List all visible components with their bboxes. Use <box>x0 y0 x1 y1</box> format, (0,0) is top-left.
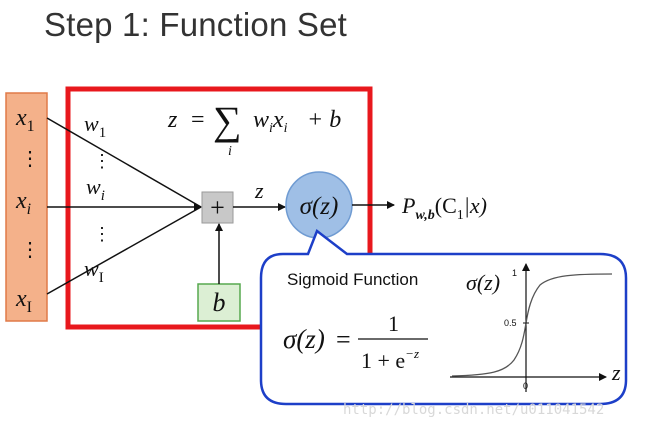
edge-xI <box>46 206 202 295</box>
svg-text:i: i <box>228 144 232 159</box>
svg-text:=: = <box>191 107 205 133</box>
sigmoid-plot: 1 0.5 0 σ(z) z <box>450 263 621 392</box>
svg-text:wixi: wixi <box>253 107 288 136</box>
page-title: Step 1: Function Set <box>44 6 348 43</box>
vdots-input-bottom: ⋮ <box>20 239 40 261</box>
svg-text:σ(z): σ(z) <box>283 324 325 354</box>
plot-tick-x-zero: 0 <box>523 381 528 391</box>
bias-label: b <box>213 288 226 317</box>
bias-box <box>197 283 241 322</box>
callout-heading: Sigmoid Function <box>287 270 418 289</box>
svg-text:+ b: + b <box>307 107 341 133</box>
output-label: Pw,b(C1|x) <box>401 193 487 223</box>
weight-wI: wI <box>84 256 104 286</box>
input-column <box>5 92 48 322</box>
sigmoid-callout <box>259 228 628 406</box>
function-set-frame <box>65 86 373 330</box>
activation-label: σ(z) <box>300 193 339 220</box>
z-label: z <box>254 178 264 203</box>
svg-text:=: = <box>336 325 351 354</box>
svg-text:∑: ∑ <box>213 98 242 143</box>
vdots-input-top: ⋮ <box>20 148 40 170</box>
sum-symbol: + <box>210 193 225 222</box>
weight-wi: wi <box>86 174 105 204</box>
plot-y-label: σ(z) <box>466 270 500 295</box>
vdots-weight-bottom: ⋮ <box>93 224 111 244</box>
plot-tick-y-top: 1 <box>512 268 517 278</box>
svg-text:1 + e−z: 1 + e−z <box>361 346 419 373</box>
edge-x1 <box>46 117 202 208</box>
watermark: http://blog.csdn.net/u011041542 <box>343 402 604 418</box>
plot-tick-y-mid: 0.5 <box>504 318 517 328</box>
svg-text:z: z <box>167 107 178 133</box>
plot-x-label: z <box>611 360 621 385</box>
sigmoid-formula: σ(z) = 1 1 + e−z <box>283 311 428 373</box>
input-xI: xI <box>15 286 32 316</box>
weight-w1: w1 <box>84 111 106 141</box>
linear-formula: z = ∑ i wixi + b <box>167 98 341 159</box>
vdots-weight-top: ⋮ <box>93 151 111 171</box>
input-xi: xi <box>15 188 31 218</box>
input-x1: x1 <box>15 105 35 135</box>
svg-text:1: 1 <box>388 311 399 336</box>
